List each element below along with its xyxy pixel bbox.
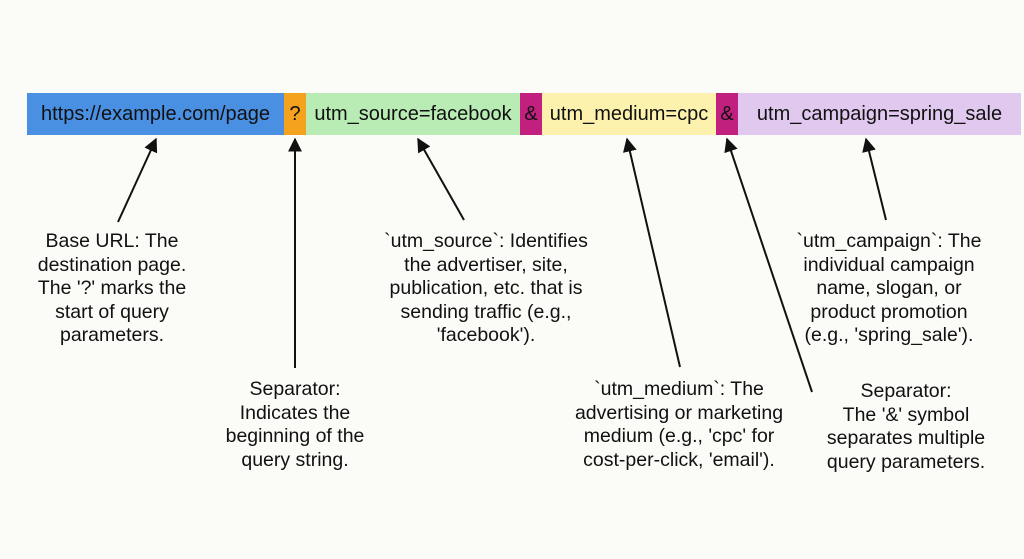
note-base-url: Base URL: The destination page. The '?' …	[37, 230, 187, 346]
arrow-utm-campaign	[862, 137, 887, 221]
note-amp-separator: Separator: The '&' symbol separates mult…	[826, 380, 986, 473]
arrow-base-url	[117, 137, 158, 223]
arrow-utm-medium	[623, 137, 681, 368]
note-utm-source: `utm_source`: Identifies the advertiser,…	[384, 230, 588, 346]
utm-source-segment: utm_source=facebook	[306, 93, 520, 135]
arrow-amp-separator	[724, 137, 813, 393]
ampersand-segment-2: &	[716, 93, 738, 135]
arrow-utm-source	[417, 137, 465, 221]
ampersand-segment-1: &	[520, 93, 542, 135]
base-url-segment: https://example.com/page	[27, 93, 284, 135]
note-question-separator: Separator: Indicates the beginning of th…	[225, 378, 365, 471]
note-utm-medium: `utm_medium`: The advertising or marketi…	[574, 378, 784, 471]
note-utm-campaign: `utm_campaign`: The individual campaign …	[796, 230, 982, 346]
question-mark-segment: ?	[284, 93, 306, 135]
url-bar: https://example.com/page ? utm_source=fa…	[27, 93, 1021, 135]
utm-medium-segment: utm_medium=cpc	[542, 93, 716, 135]
utm-campaign-segment: utm_campaign=spring_sale	[738, 93, 1021, 135]
